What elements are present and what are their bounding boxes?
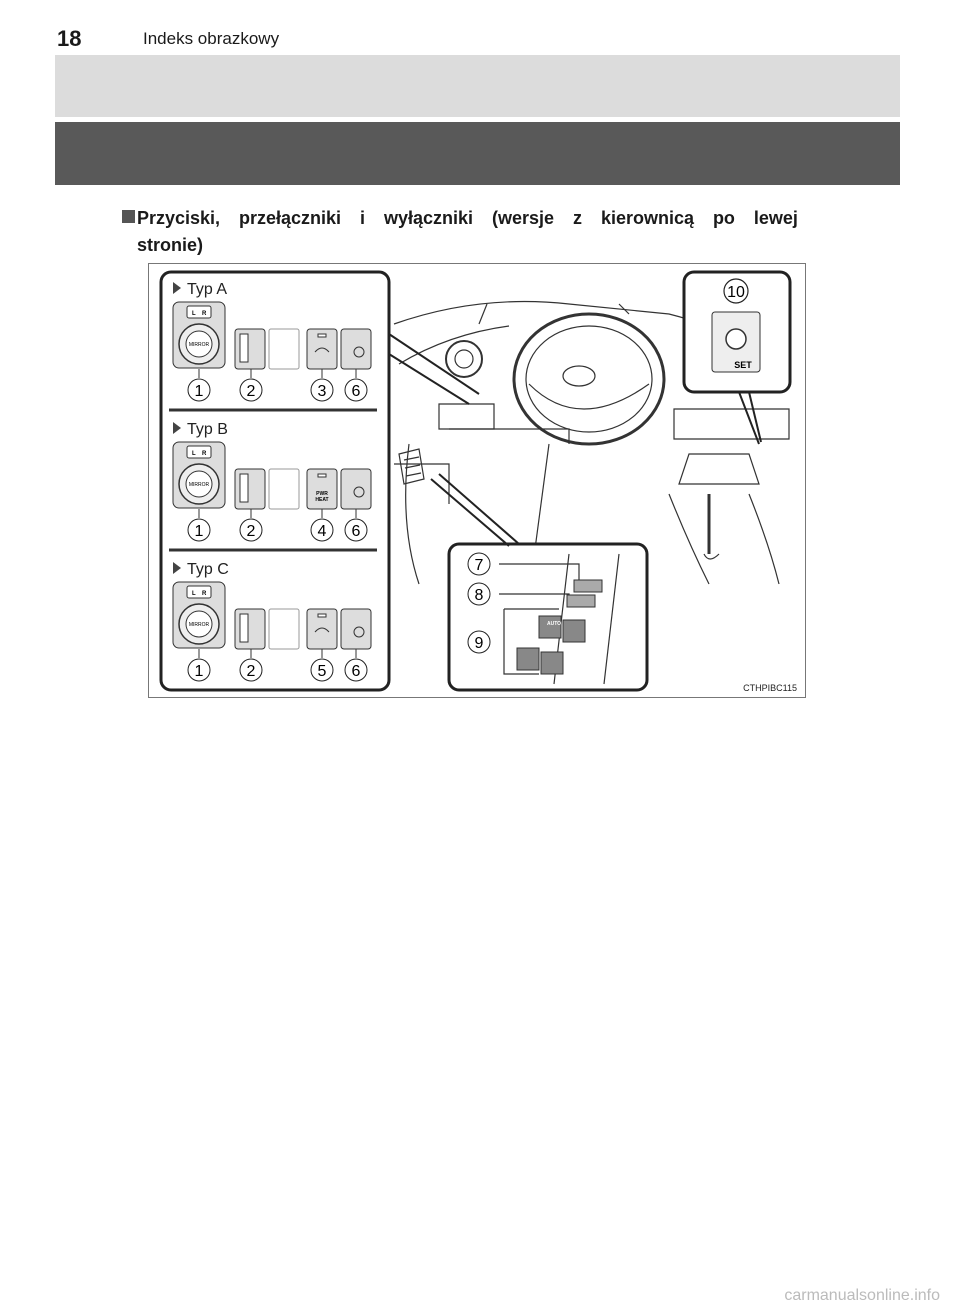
- callout-number: 4: [318, 523, 327, 540]
- pwr-label: PWR: [316, 491, 328, 497]
- page-title: Indeks obrazkowy: [143, 29, 280, 48]
- heading-word: Przyciski,: [137, 208, 221, 228]
- callout-number: 1: [195, 523, 204, 540]
- parking-sensor-icon: [353, 346, 365, 358]
- auto-label: AUTO: [547, 621, 561, 627]
- footer-watermark: carmanualsonline.info: [784, 1287, 940, 1304]
- arrow-icon: [173, 282, 181, 294]
- callout-circle: [467, 552, 491, 576]
- callout-10-label: 10: [727, 284, 745, 301]
- callout-number: 2: [247, 523, 256, 540]
- callout-number: 6: [352, 663, 361, 680]
- callout-number: 2: [247, 383, 256, 400]
- figure-code: CTHPIBC115: [743, 683, 797, 693]
- window-switch-3: [516, 647, 540, 671]
- heading-word: kierownicą: [600, 208, 694, 228]
- window-switch-2: [562, 619, 586, 643]
- mirror-label: MIRROR: [189, 622, 210, 628]
- type-label: Typ C: [187, 561, 229, 578]
- callout-circle: [344, 518, 368, 542]
- callout-number: 5: [318, 663, 327, 680]
- callout-number: 6: [352, 523, 361, 540]
- callout-circle: [310, 658, 334, 682]
- heading-word: z: [572, 208, 582, 228]
- mirror-label: MIRROR: [189, 482, 210, 488]
- callout-circle: [239, 378, 263, 402]
- section-heading: Przyciski, przełączniki i wyłączniki (wersje…: [118, 205, 798, 259]
- blank-switch: [268, 328, 300, 370]
- heading-word: lewej: [753, 208, 798, 228]
- callout-circle: [187, 378, 211, 402]
- heading-word: wyłączniki: [383, 208, 474, 228]
- parking-sensor-icon: [353, 486, 365, 498]
- callout-number: 3: [318, 383, 327, 400]
- heading-word: po: [712, 208, 735, 228]
- blank-switch: [268, 608, 300, 650]
- mirror-r-label: R: [202, 591, 207, 597]
- heading-line-2: stronie): [137, 235, 204, 255]
- section-band: [55, 122, 900, 185]
- callout-circle: [239, 518, 263, 542]
- callout-number: 6: [352, 383, 361, 400]
- mirror-l-label: L: [192, 451, 196, 457]
- page-number: 18: [57, 26, 82, 51]
- window-switch-4: [540, 651, 564, 675]
- mirror-label: MIRROR: [189, 342, 210, 348]
- callout-circle: [187, 658, 211, 682]
- callout-circle: [467, 630, 491, 654]
- mirror-r-label: R: [202, 451, 207, 457]
- door-lock-switch: [566, 594, 596, 608]
- heading-word: (wersje: [491, 208, 555, 228]
- callout-circle: [310, 378, 334, 402]
- parking-assist-switch: [340, 468, 372, 510]
- callout-number: 2: [247, 663, 256, 680]
- callout-circle: [467, 582, 491, 606]
- mirror-r-label: R: [202, 311, 207, 317]
- type-label: Typ A: [187, 281, 227, 298]
- set-button-icon: [725, 328, 747, 350]
- callout-10: [723, 278, 749, 304]
- wiper-deicer-icon: [314, 347, 330, 353]
- parking-assist-switch: [340, 608, 372, 650]
- callout-circle: [239, 658, 263, 682]
- callout-number: 9: [475, 635, 484, 652]
- blank-switch: [268, 468, 300, 510]
- square-bullet-icon: [122, 210, 135, 223]
- type-label: Typ B: [187, 421, 228, 438]
- heat-label: HEAT: [315, 497, 328, 503]
- callout-number: 1: [195, 383, 204, 400]
- heading-word: przełączniki: [239, 208, 342, 228]
- callout-number: 7: [475, 557, 484, 574]
- callout-circle: [344, 378, 368, 402]
- arrow-icon: [173, 422, 181, 434]
- parking-sensor-icon: [353, 626, 365, 638]
- window-switch-1: [538, 615, 562, 639]
- mirror-l-label: L: [192, 311, 196, 317]
- callout-circle: [187, 518, 211, 542]
- heading-line-1: Przyciski, przełączniki i wyłączniki (wersje…: [118, 205, 798, 232]
- callout-circle: [310, 518, 334, 542]
- arrow-icon: [173, 562, 181, 574]
- set-label: SET: [734, 360, 752, 370]
- heading-word: i: [360, 208, 366, 228]
- callout-number: 1: [195, 663, 204, 680]
- window-lock-switch: [573, 579, 603, 593]
- parking-assist-switch: [340, 328, 372, 370]
- headlight-level-icon: [314, 627, 330, 633]
- page-header: [55, 55, 900, 117]
- mirror-l-label: L: [192, 591, 196, 597]
- callout-circle: [344, 658, 368, 682]
- callout-number: 8: [475, 587, 484, 604]
